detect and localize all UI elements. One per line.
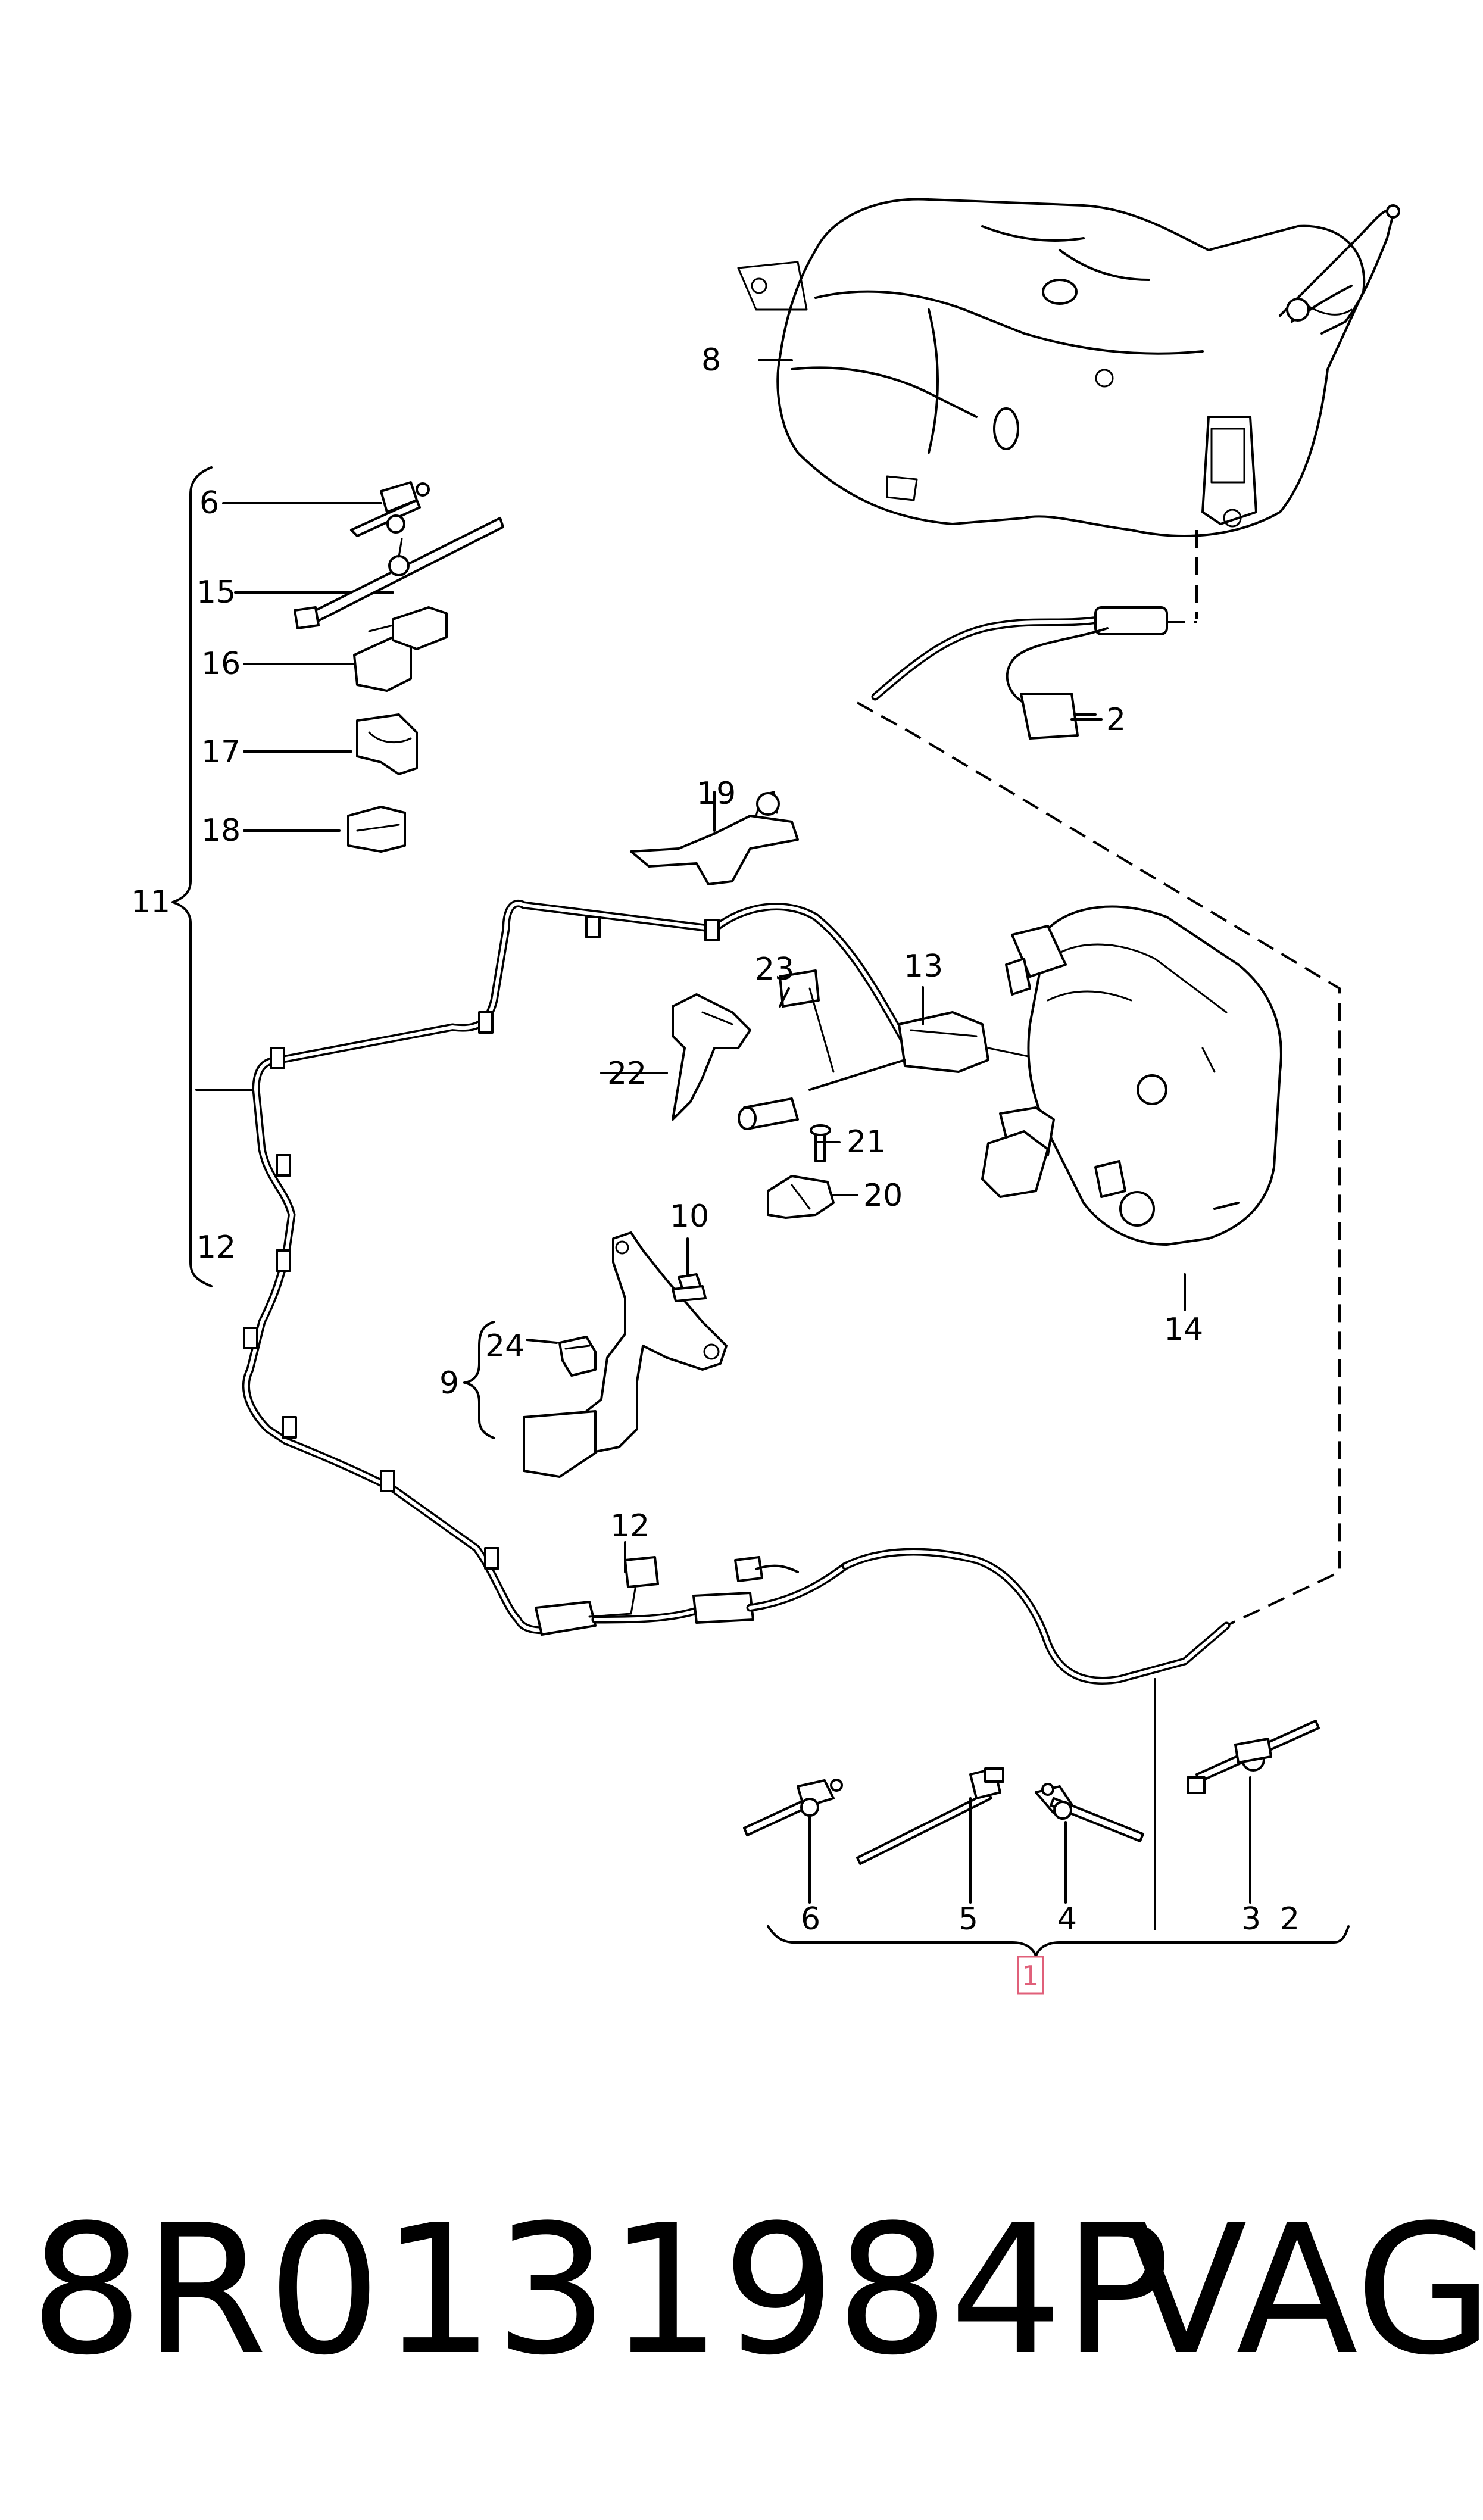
part-18-clip (243, 806, 406, 853)
callout-9: 9 (439, 1365, 459, 1401)
part-6-tie-bottom (743, 1779, 843, 1904)
part-15-strap (234, 517, 504, 629)
callout-2-top: 2 (1106, 702, 1126, 738)
callout-8: 8 (701, 342, 721, 378)
callout-19: 19 (697, 776, 736, 812)
bracket-group-11 (171, 466, 257, 1287)
callout-17: 17 (201, 734, 241, 770)
part-5-tie (856, 1767, 1004, 1904)
callout-18: 18 (201, 813, 241, 849)
callout-4: 4 (1057, 1901, 1077, 1937)
part-17-clamp (243, 713, 418, 775)
callout-10: 10 (670, 1199, 709, 1234)
callout-14: 14 (1164, 1312, 1203, 1348)
callout-24: 24 (485, 1328, 524, 1364)
callout-13: 13 (904, 949, 943, 984)
brand-label: VAG (1125, 2187, 1483, 2394)
callout-3: 3 (1241, 1901, 1261, 1937)
callout-23: 23 (755, 952, 794, 987)
part-9-bracket (463, 1231, 728, 1478)
part-3-strap (1187, 1720, 1320, 1904)
callout-11: 11 (131, 884, 170, 920)
callout-12-left: 12 (196, 1230, 236, 1265)
callout-16: 16 (201, 646, 241, 682)
dashed-frame (857, 701, 1341, 1627)
callout-12-bottom: 12 (610, 1508, 650, 1544)
heated-hose (242, 900, 1231, 1930)
sensor-assembly (672, 969, 1132, 1219)
callout-15: 15 (196, 575, 236, 610)
part-14-mixer (981, 905, 1282, 1311)
callout-labels: 8 2 6 15 16 17 18 19 11 23 13 22 21 20 1… (131, 342, 1300, 1937)
leader-lines (600, 359, 1103, 1573)
part-number: 8R0131984P (30, 2187, 1170, 2394)
callout-5: 5 (959, 1901, 978, 1937)
callout-6-bottom: 6 (801, 1901, 820, 1937)
tank-harness (871, 530, 1198, 740)
part-4-clip (1035, 1783, 1144, 1904)
callout-1: 1 (1022, 1960, 1039, 1992)
adblue-tank (737, 198, 1400, 537)
part-6-tie-left (222, 481, 430, 537)
callout-1-highlight: 1 (1017, 1956, 1044, 1995)
callout-2-bottom: 2 (1280, 1901, 1300, 1937)
callout-20: 20 (863, 1178, 903, 1214)
callout-21: 21 (847, 1124, 886, 1160)
part-19-bracket (630, 791, 799, 885)
part-16-clip (243, 606, 448, 692)
callout-6-left: 6 (199, 485, 219, 521)
callout-22: 22 (607, 1056, 647, 1091)
